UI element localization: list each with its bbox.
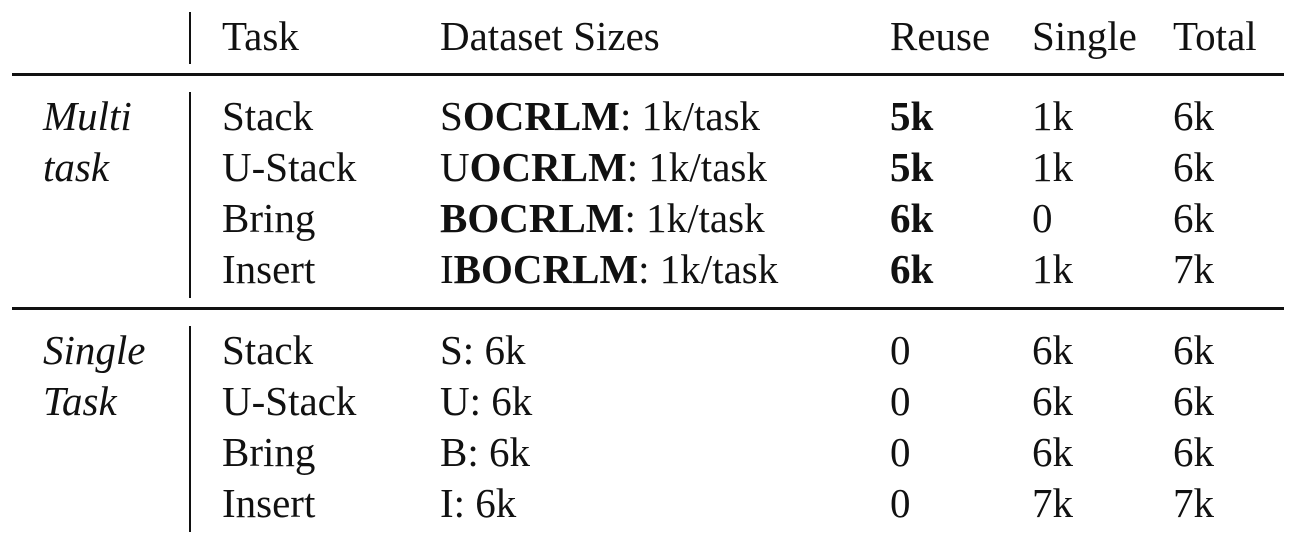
multi-row-3-total: 6k [1173, 195, 1214, 241]
multi-row-3-single: 0 [1032, 195, 1053, 241]
dataset-suffix: : 1k/task [626, 144, 767, 190]
single-row-1-reuse: 0 [890, 327, 911, 373]
multi-row-4-dataset: IBOCRLM: 1k/task [440, 249, 778, 290]
single-row-1-total: 6k [1173, 327, 1214, 373]
single-row-2-reuse: 0 [890, 378, 911, 424]
multi-row-1-reuse: 5k [890, 93, 934, 139]
dataset-prefix: S [440, 93, 463, 139]
single-row-1-dataset: S: 6k [440, 327, 526, 373]
multi-row-1-total: 6k [1173, 93, 1214, 139]
header-task: Task [222, 13, 299, 59]
vertical-rule-single [189, 326, 191, 532]
single-row-3-reuse: 0 [890, 429, 911, 475]
multi-row-2-dataset: UOCRLM: 1k/task [440, 147, 767, 188]
multi-row-1-single: 1k [1032, 93, 1073, 139]
single-row-1-task: Stack [222, 327, 314, 373]
dataset-prefix: I [440, 246, 454, 292]
multi-row-4-total: 7k [1173, 246, 1214, 292]
multi-row-1-dataset: SOCRLM: 1k/task [440, 96, 760, 137]
multi-row-4-reuse: 6k [890, 246, 934, 292]
single-row-3-total: 6k [1173, 429, 1214, 475]
single-task-label-line2: Task [43, 378, 117, 424]
dataset-code: BOCRLM [453, 246, 639, 292]
single-row-3-dataset: B: 6k [440, 429, 530, 475]
single-row-2-total: 6k [1173, 378, 1214, 424]
horizontal-rule-group [12, 307, 1284, 310]
single-row-2-single: 6k [1032, 378, 1073, 424]
multi-row-1-task: Stack [222, 93, 314, 139]
dataset-suffix: : 1k/task [638, 246, 779, 292]
multi-task-label-line1: Multi [43, 93, 132, 139]
single-row-2-dataset: U: 6k [440, 378, 533, 424]
header-total: Total [1173, 13, 1257, 59]
single-row-3-single: 6k [1032, 429, 1073, 475]
header-reuse: Reuse [890, 13, 991, 59]
multi-row-3-reuse: 6k [890, 195, 934, 241]
dataset-code: OCRLM [462, 93, 620, 139]
multi-row-3-task: Bring [222, 195, 316, 241]
multi-row-2-task: U-Stack [222, 144, 357, 190]
dataset-prefix: U [440, 144, 470, 190]
single-task-label-line1: Single [43, 327, 146, 373]
multi-row-3-dataset: BOCRLM: 1k/task [440, 198, 765, 239]
dataset-code: BOCRLM [440, 195, 625, 241]
multi-row-2-total: 6k [1173, 144, 1214, 190]
single-row-4-single: 7k [1032, 480, 1073, 526]
dataset-code: OCRLM [469, 144, 627, 190]
single-row-4-dataset: I: 6k [440, 480, 517, 526]
single-row-1-single: 6k [1032, 327, 1073, 373]
single-row-4-reuse: 0 [890, 480, 911, 526]
single-row-2-task: U-Stack [222, 378, 357, 424]
multi-row-4-single: 1k [1032, 246, 1073, 292]
horizontal-rule-header [12, 73, 1284, 76]
multi-task-label-line2: task [43, 144, 110, 190]
single-row-4-total: 7k [1173, 480, 1214, 526]
multi-row-4-task: Insert [222, 246, 316, 292]
single-row-4-task: Insert [222, 480, 316, 526]
multi-row-2-reuse: 5k [890, 144, 934, 190]
vertical-rule-header [189, 12, 191, 64]
dataset-suffix: : 1k/task [624, 195, 765, 241]
header-single: Single [1032, 13, 1137, 59]
single-row-3-task: Bring [222, 429, 316, 475]
dataset-suffix: : 1k/task [619, 93, 761, 139]
vertical-rule-multi [189, 92, 191, 298]
multi-row-2-single: 1k [1032, 144, 1073, 190]
header-dataset-sizes: Dataset Sizes [440, 13, 660, 59]
